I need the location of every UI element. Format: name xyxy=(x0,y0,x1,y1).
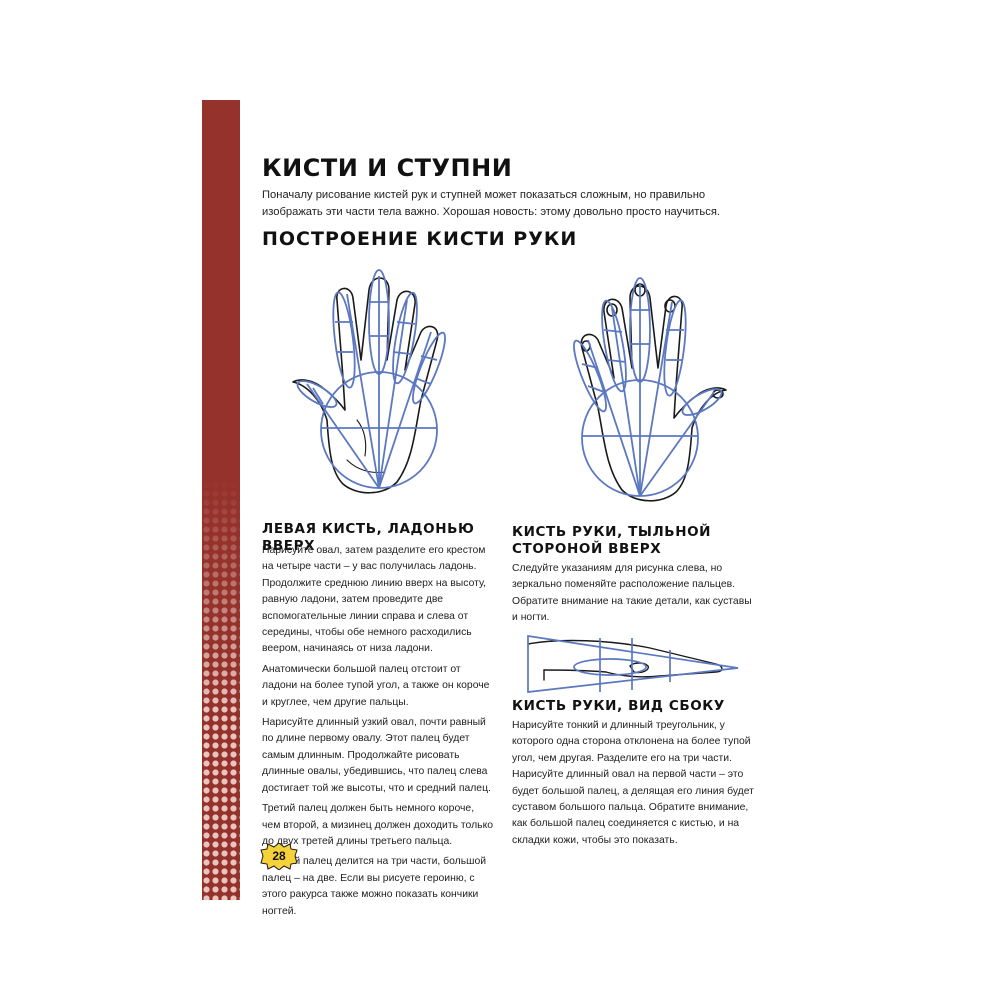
page-number-badge: 28 xyxy=(260,842,298,871)
paragraph: Нарисуйте овал, затем разделите его крес… xyxy=(262,545,487,655)
paragraph: Нарисуйте тонкий и длинный треугольник, … xyxy=(512,720,754,846)
palm-up-hand-illustration xyxy=(292,269,446,494)
side-view-hand-illustration xyxy=(527,635,739,693)
intro-paragraph: Поначалу рисование кистей рук и ступней … xyxy=(262,189,721,218)
side-view-heading: КИСТЬ РУКИ, ВИД СБОКУ xyxy=(512,698,725,714)
back-of-hand-heading: КИСТЬ РУКИ, ТЫЛЬНОЙ СТОРОНОЙ ВВЕРХ xyxy=(512,524,712,557)
paragraph: Следуйте указаниям для рисунка слева, но… xyxy=(512,563,752,624)
back-of-hand-text: Следуйте указаниям для рисунка слева, но… xyxy=(512,561,757,631)
side-view-text: Нарисуйте тонкий и длинный треугольник, … xyxy=(512,718,757,853)
page-title: КИСТИ И СТУПНИ xyxy=(262,154,513,182)
page-number: 28 xyxy=(272,849,286,863)
book-page: КИСТИ И СТУПНИ Поначалу рисование кистей… xyxy=(202,100,799,917)
section-subtitle: ПОСТРОЕНИЕ КИСТИ РУКИ xyxy=(262,228,578,250)
paragraph: Каждый палец делится на три части, больш… xyxy=(262,856,487,917)
palm-up-text: Нарисуйте овал, затем разделите его крес… xyxy=(262,543,494,924)
paragraph: Нарисуйте длинный узкий овал, почти равн… xyxy=(262,717,491,794)
side-color-band xyxy=(202,100,240,900)
palm-up-heading: ЛЕВАЯ КИСТЬ, ЛАДОНЬЮ ВВЕРХ xyxy=(262,521,475,554)
back-of-hand-illustration xyxy=(573,277,727,502)
halftone-dots xyxy=(202,480,240,900)
paragraph: Анатомически большой палец отстоит от ла… xyxy=(262,663,490,708)
badge-burst-shape xyxy=(260,842,298,871)
paragraph: Третий палец должен быть немного короче,… xyxy=(262,803,494,847)
